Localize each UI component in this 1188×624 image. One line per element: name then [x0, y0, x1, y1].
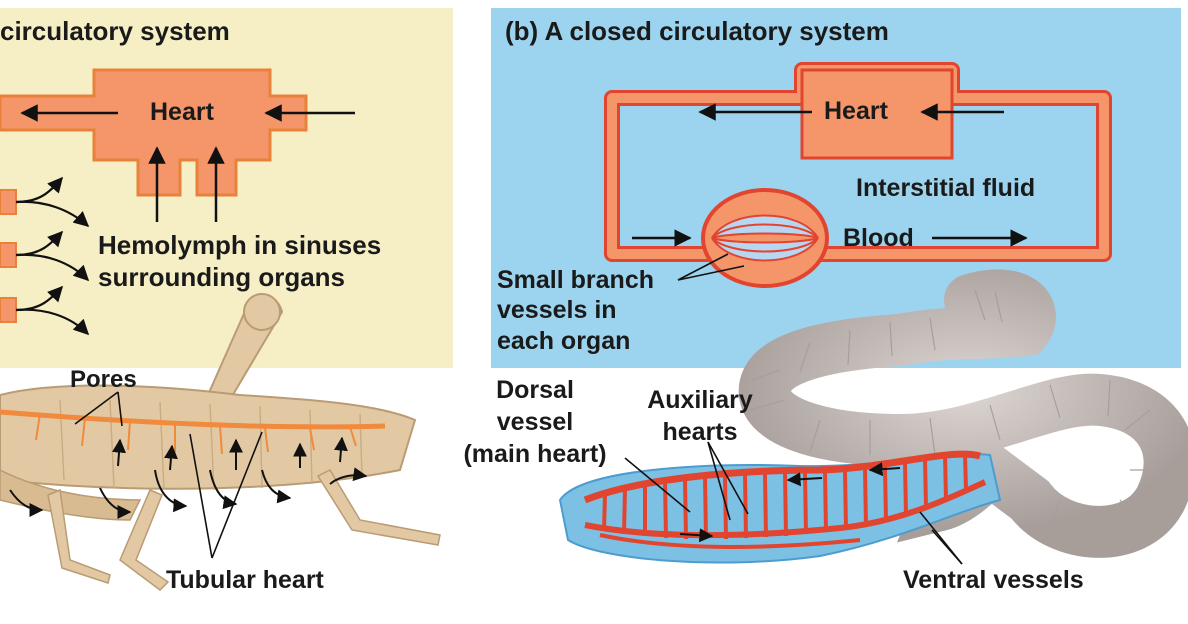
- sinus-stub: [0, 242, 17, 268]
- dorsal-vessel-label-line3: (main heart): [463, 440, 607, 468]
- dorsal-vessel-label-line1: Dorsal: [496, 376, 574, 404]
- sinus-stub: [0, 297, 17, 323]
- organ-capillary-bed: [701, 188, 829, 288]
- open-panel-title: circulatory system: [0, 16, 230, 46]
- tubular-heart-label: Tubular heart: [166, 566, 324, 594]
- small-branch-vessels: [711, 214, 819, 262]
- open-system-panel: [0, 8, 453, 591]
- sinus-stub: [0, 189, 17, 215]
- hemolymph-label-line2: surrounding organs: [98, 262, 345, 292]
- auxiliary-hearts-label-line1: Auxiliary: [647, 386, 753, 414]
- small-branch-label-line2: vessels in: [497, 296, 617, 324]
- hemolymph-flow-arrows: [15, 176, 90, 336]
- closed-heart-label: Heart: [824, 97, 888, 125]
- small-branch-label-line1: Small branch: [497, 266, 654, 294]
- closed-panel-title: (b) A closed circulatory system: [505, 16, 889, 46]
- earthworm-illustration: [558, 269, 1188, 565]
- grasshopper-illustration: [0, 293, 441, 591]
- hemolymph-label-line1: Hemolymph in sinuses: [98, 230, 382, 260]
- branch-pointer-lines: [677, 253, 745, 281]
- interstitial-fluid-label: Interstitial fluid: [856, 174, 1036, 202]
- vessel-rings: [602, 453, 968, 540]
- small-branch-label-line3: each organ: [497, 327, 631, 355]
- open-heart-shape: [0, 68, 308, 197]
- auxiliary-hearts-label-line2: hearts: [662, 418, 738, 446]
- closed-system-panel: [491, 8, 1181, 368]
- earthworm-pointer-lines: [624, 441, 963, 565]
- ventral-vessels-label: Ventral vessels: [903, 566, 1084, 594]
- blood-label: Blood: [843, 224, 914, 252]
- pores-label: Pores: [70, 366, 137, 393]
- dorsal-vessel-label-line2: vessel: [496, 408, 574, 436]
- open-heart-label: Heart: [150, 98, 214, 126]
